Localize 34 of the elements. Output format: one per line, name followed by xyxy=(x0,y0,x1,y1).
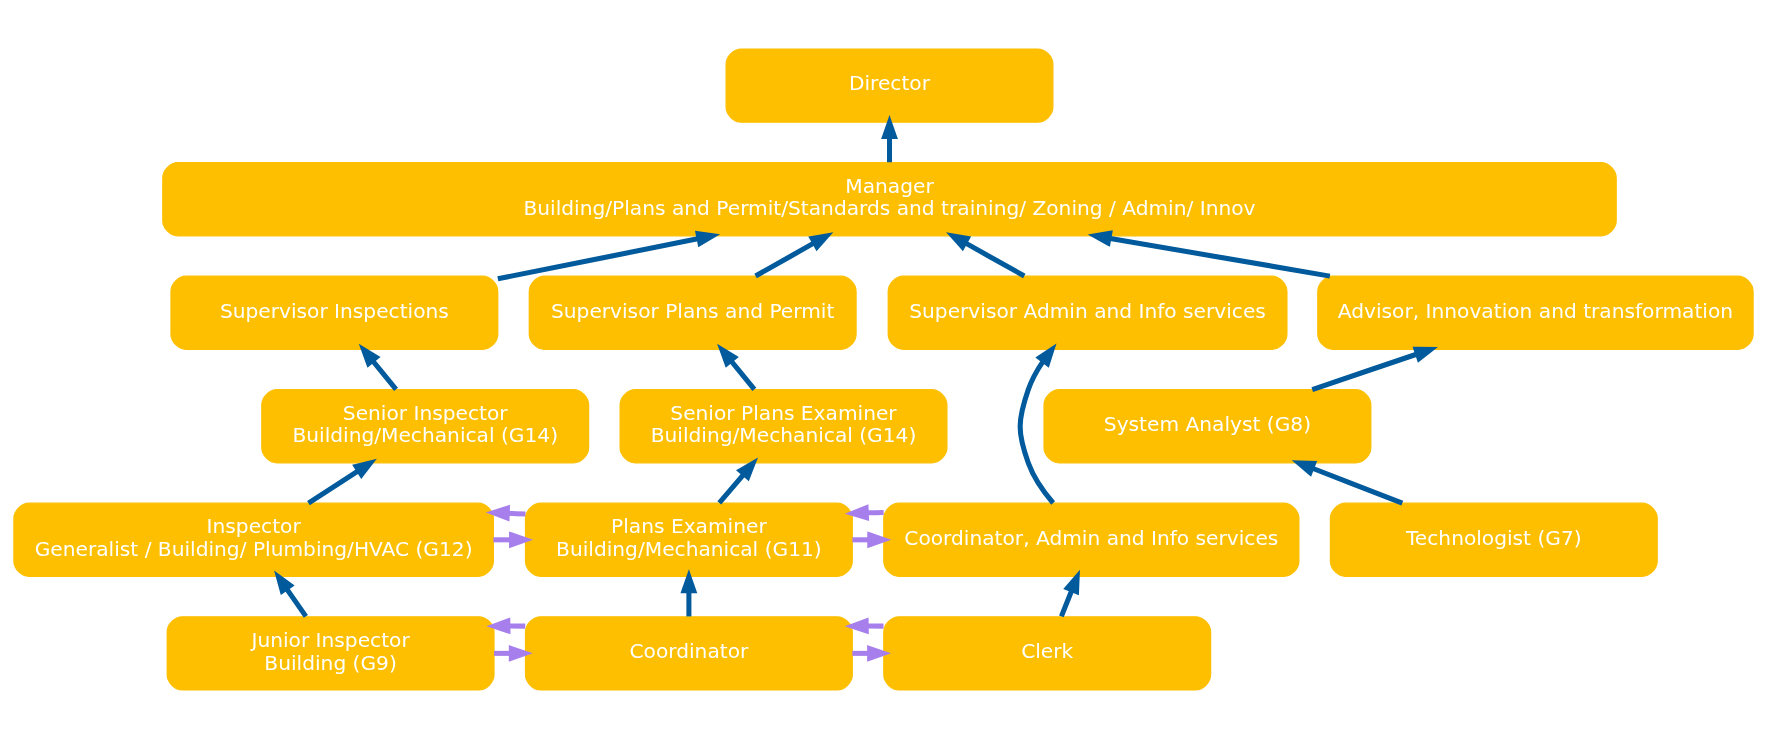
node-box: Coordinator xyxy=(524,615,853,691)
arrow xyxy=(493,530,534,548)
arrow xyxy=(1311,346,1438,392)
arrow xyxy=(680,568,698,616)
arrow xyxy=(1017,342,1057,505)
node-box: Coordinator, Admin and Info services xyxy=(883,502,1300,577)
arrow xyxy=(485,504,526,522)
node-box: Advisor, Innovation and transformation xyxy=(1317,275,1754,350)
node-box: Inspector Generalist / Building/ Plumbing/HVAC (G12) xyxy=(13,502,494,577)
arrow xyxy=(946,231,1026,278)
arrow xyxy=(717,456,758,505)
node-box: Clerk xyxy=(883,615,1212,691)
node-box: Supervisor Inspections xyxy=(170,275,499,350)
arrow xyxy=(358,343,398,391)
node-box: Technologist (G7) xyxy=(1329,502,1658,577)
node-box: Director xyxy=(725,47,1054,123)
node-box: Manager Building/Plans and Permit/Standards and training/ Zoning / Admin/ Innov xyxy=(162,161,1617,236)
arrow xyxy=(307,458,377,505)
node-box: Supervisor Admin and Info services xyxy=(887,275,1288,350)
arrow xyxy=(717,343,757,391)
arrow xyxy=(754,231,834,278)
node-box: Supervisor Plans and Permit xyxy=(528,275,857,350)
arrow xyxy=(497,230,721,281)
arrow xyxy=(1059,569,1080,617)
node-box: Senior Inspector Building/Mechanical (G14) xyxy=(261,388,590,463)
arrow xyxy=(274,570,308,618)
node-box: System Analyst (G8) xyxy=(1043,388,1372,463)
arrow xyxy=(1087,229,1331,279)
arrow xyxy=(1291,459,1404,505)
node-box: Plans Examiner Building/Mechanical (G11) xyxy=(524,502,853,577)
node-box: Junior Inspector Building (G9) xyxy=(166,615,495,691)
node-box: Senior Plans Examiner Building/Mechanical (G14) xyxy=(619,388,948,463)
arrow xyxy=(486,617,526,634)
arrow xyxy=(881,114,898,162)
